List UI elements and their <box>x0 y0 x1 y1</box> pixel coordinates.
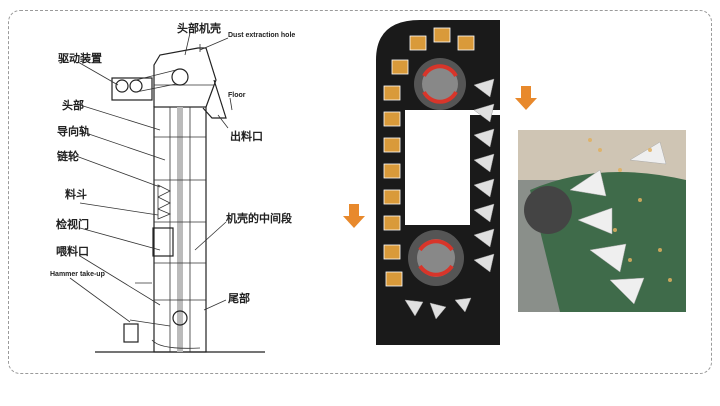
label-tail: 尾部 <box>227 291 250 305</box>
label-bucket: 料斗 <box>65 187 87 201</box>
label-drive-unit: 驱动装置 <box>58 51 102 65</box>
bucket-closeup-photo <box>518 130 686 312</box>
head-wheel <box>414 58 466 110</box>
label-sprocket: 链轮 <box>57 149 79 163</box>
label-dust-extraction-hole: Dust extraction hole <box>228 32 295 39</box>
leader-lines <box>69 32 233 323</box>
label-discharge: 出料口 <box>230 129 263 143</box>
hammer-weight <box>123 323 139 343</box>
feed-arrow-icon <box>343 204 365 228</box>
label-hammer-take-up: Hammer take-up <box>50 271 105 278</box>
discharge-arrow-icon <box>515 86 537 110</box>
bucket-elevator-schematic <box>343 20 537 345</box>
elevator-drawing <box>95 44 265 353</box>
label-guide-rail: 导向轨 <box>57 124 90 138</box>
tail-wheel <box>408 230 464 286</box>
label-inspection-door: 检视门 <box>56 217 89 231</box>
buckets <box>404 78 495 320</box>
grain-buckets <box>383 27 475 287</box>
diagram-border <box>8 10 712 374</box>
label-floor: Floor <box>228 92 246 99</box>
label-head-casing: 头部机壳 <box>177 21 221 35</box>
label-feed-inlet: 喂料口 <box>56 244 89 258</box>
inspection-door <box>152 227 174 257</box>
tail-wheel <box>172 310 188 326</box>
label-middle-casing: 机壳的中间段 <box>226 211 292 225</box>
label-head: 头部 <box>62 98 84 112</box>
head-sprocket <box>171 68 189 86</box>
